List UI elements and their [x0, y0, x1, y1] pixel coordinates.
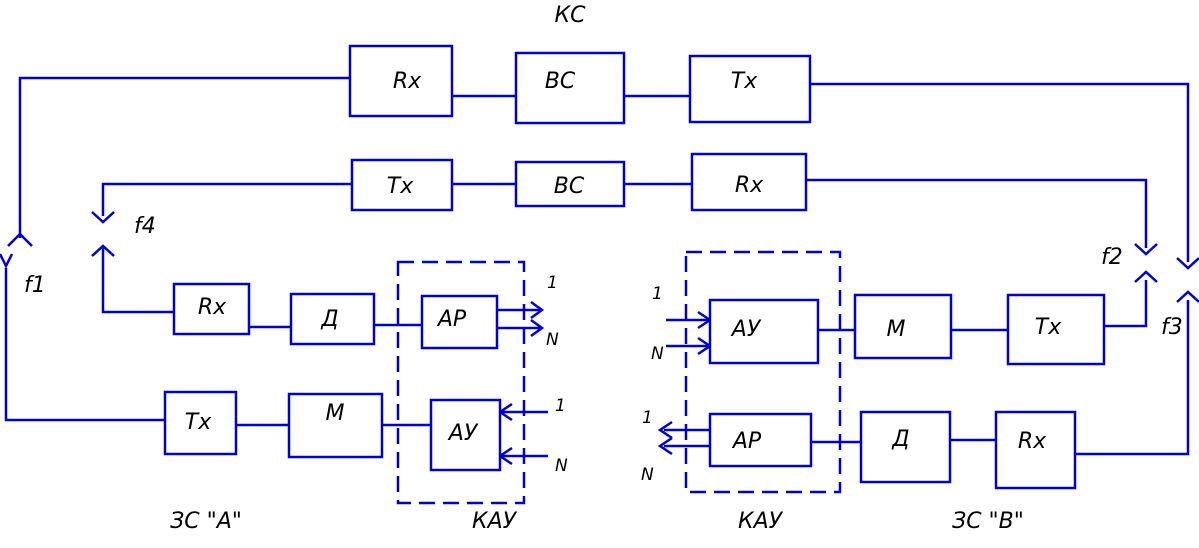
antenna-f2-bottom-icon	[1134, 270, 1158, 283]
top-bc-block	[514, 51, 626, 125]
a-ay-ch-last-label: N	[555, 456, 568, 476]
top-tx-label: Tx	[731, 69, 758, 94]
a-ar-label: АР	[436, 307, 467, 332]
freq-label-f2: f2	[1101, 245, 1123, 270]
a-rx-block	[172, 282, 251, 336]
diagram-title: КС	[555, 3, 587, 28]
antenna-f3-top-icon	[1176, 257, 1199, 270]
link-f4-to-a-rx	[101, 248, 174, 314]
top-rx-block	[348, 44, 454, 118]
link-f2-uplink-to-mid-rx	[806, 178, 1148, 248]
station-b-caption: ЗС "В"	[952, 509, 1024, 534]
station-b: АУ М Tx АР Д Rx	[708, 293, 1106, 490]
mid-bc-label: ВС	[554, 174, 585, 199]
b-ar-block	[708, 412, 813, 468]
mid-tx-block	[350, 158, 454, 212]
mid-bc-block	[514, 160, 626, 208]
link-a-tx-to-f1	[4, 268, 165, 422]
antenna-f1-top-icon	[7, 232, 33, 247]
a-ay-ch-first-label: 1	[555, 396, 566, 416]
b-ar-ch-first-label: 1	[642, 408, 653, 428]
b-ay-block	[708, 298, 820, 365]
link-top-tx-to-f3-downlink	[810, 82, 1190, 262]
antenna-f1-bottom-icon	[0, 253, 14, 269]
a-mod-block	[287, 392, 384, 459]
b-demod-label: Д	[891, 427, 909, 452]
a-ar-output-1-arrowhead-icon	[530, 300, 545, 320]
b-ar-output-n-arrowhead-icon	[657, 436, 673, 456]
link-f1-uplink-to-top-rx	[18, 76, 350, 238]
kau-a-caption: КАУ	[472, 509, 518, 534]
station-a: Rx Д АР Tx М АУ	[163, 282, 502, 472]
mid-tx-label: Tx	[387, 174, 414, 199]
b-ar-ch-last-label: N	[641, 465, 654, 485]
a-rx-label: Rx	[198, 295, 227, 320]
a-mod-label: М	[326, 401, 345, 426]
mid-rx-block	[690, 152, 808, 212]
b-ay-label: АУ	[730, 317, 762, 342]
a-demod-block	[289, 292, 376, 346]
station-a-caption: ЗС "А"	[170, 509, 242, 534]
a-ar-ch-last-label: N	[546, 330, 559, 350]
kau-region-b	[684, 250, 842, 494]
kau-b-caption: КАУ	[738, 509, 784, 534]
link-f3-to-b-rx	[1075, 300, 1190, 456]
b-mod-label: М	[887, 317, 906, 342]
link-mid-tx-to-f4-downlink	[101, 182, 352, 216]
antenna-f3-bottom-icon	[1176, 290, 1199, 303]
b-mod-block	[853, 293, 953, 360]
a-ar-block	[420, 294, 499, 350]
a-ay-label: АУ	[447, 421, 479, 446]
freq-label-f4: f4	[134, 214, 156, 239]
kau-region-a	[396, 260, 526, 505]
b-demod-block	[859, 410, 952, 484]
b-ar-label: АР	[731, 429, 762, 454]
top-chain: Rx ВС Tx	[348, 44, 812, 125]
a-ar-ch-first-label: 1	[547, 273, 558, 293]
b-rx-label: Rx	[1018, 429, 1047, 454]
connection-lines	[4, 76, 1190, 456]
channel-arrows	[497, 300, 713, 466]
middle-chain: Tx ВС Rx	[350, 152, 808, 212]
top-tx-block	[688, 54, 812, 124]
b-tx-block	[1006, 293, 1106, 366]
a-tx-label: Tx	[185, 410, 212, 435]
mid-rx-label: Rx	[735, 173, 764, 198]
top-rx-label: Rx	[393, 69, 422, 94]
freq-label-f1: f1	[24, 273, 46, 298]
antenna-f4-top-icon	[91, 211, 115, 224]
top-bc-label: ВС	[545, 69, 576, 94]
freq-label-f3: f3	[1161, 315, 1183, 340]
b-rx-block	[994, 410, 1077, 490]
b-ay-ch-first-label: 1	[652, 284, 663, 304]
antenna-f4-bottom-icon	[91, 244, 115, 257]
antenna-f2-top-icon	[1134, 243, 1158, 256]
link-b-tx-to-f2	[1104, 280, 1148, 328]
b-ay-ch-last-label: N	[651, 344, 664, 364]
a-demod-label: Д	[320, 307, 338, 332]
a-ay-block	[429, 398, 502, 472]
antenna-symbols	[0, 211, 1199, 303]
b-ar-output-1-arrowhead-icon	[657, 420, 673, 440]
b-tx-label: Tx	[1035, 315, 1062, 340]
a-ar-output-n-arrowhead-icon	[530, 318, 545, 338]
a-tx-block	[163, 390, 238, 456]
